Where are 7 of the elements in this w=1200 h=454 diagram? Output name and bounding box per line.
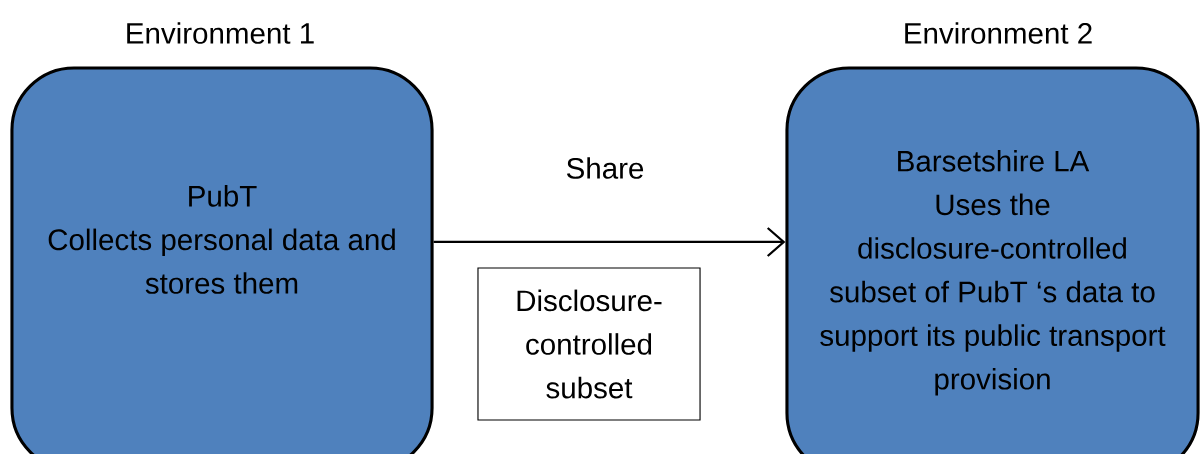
edge-label: Share [564, 155, 646, 181]
heading: Environment 1 [127, 22, 314, 44]
text-box: Disclosure-controlled subset [477, 267, 701, 421]
rounded-box: PubT Collects personal data and stores them [10, 66, 434, 454]
rounded-box: Barsetshire LA Uses the disclosure-controlled subset of PubT ‘s data to support its public transport provision [785, 66, 1200, 454]
arrow [433, 227, 786, 257]
heading: Environment 2 [905, 22, 1092, 44]
